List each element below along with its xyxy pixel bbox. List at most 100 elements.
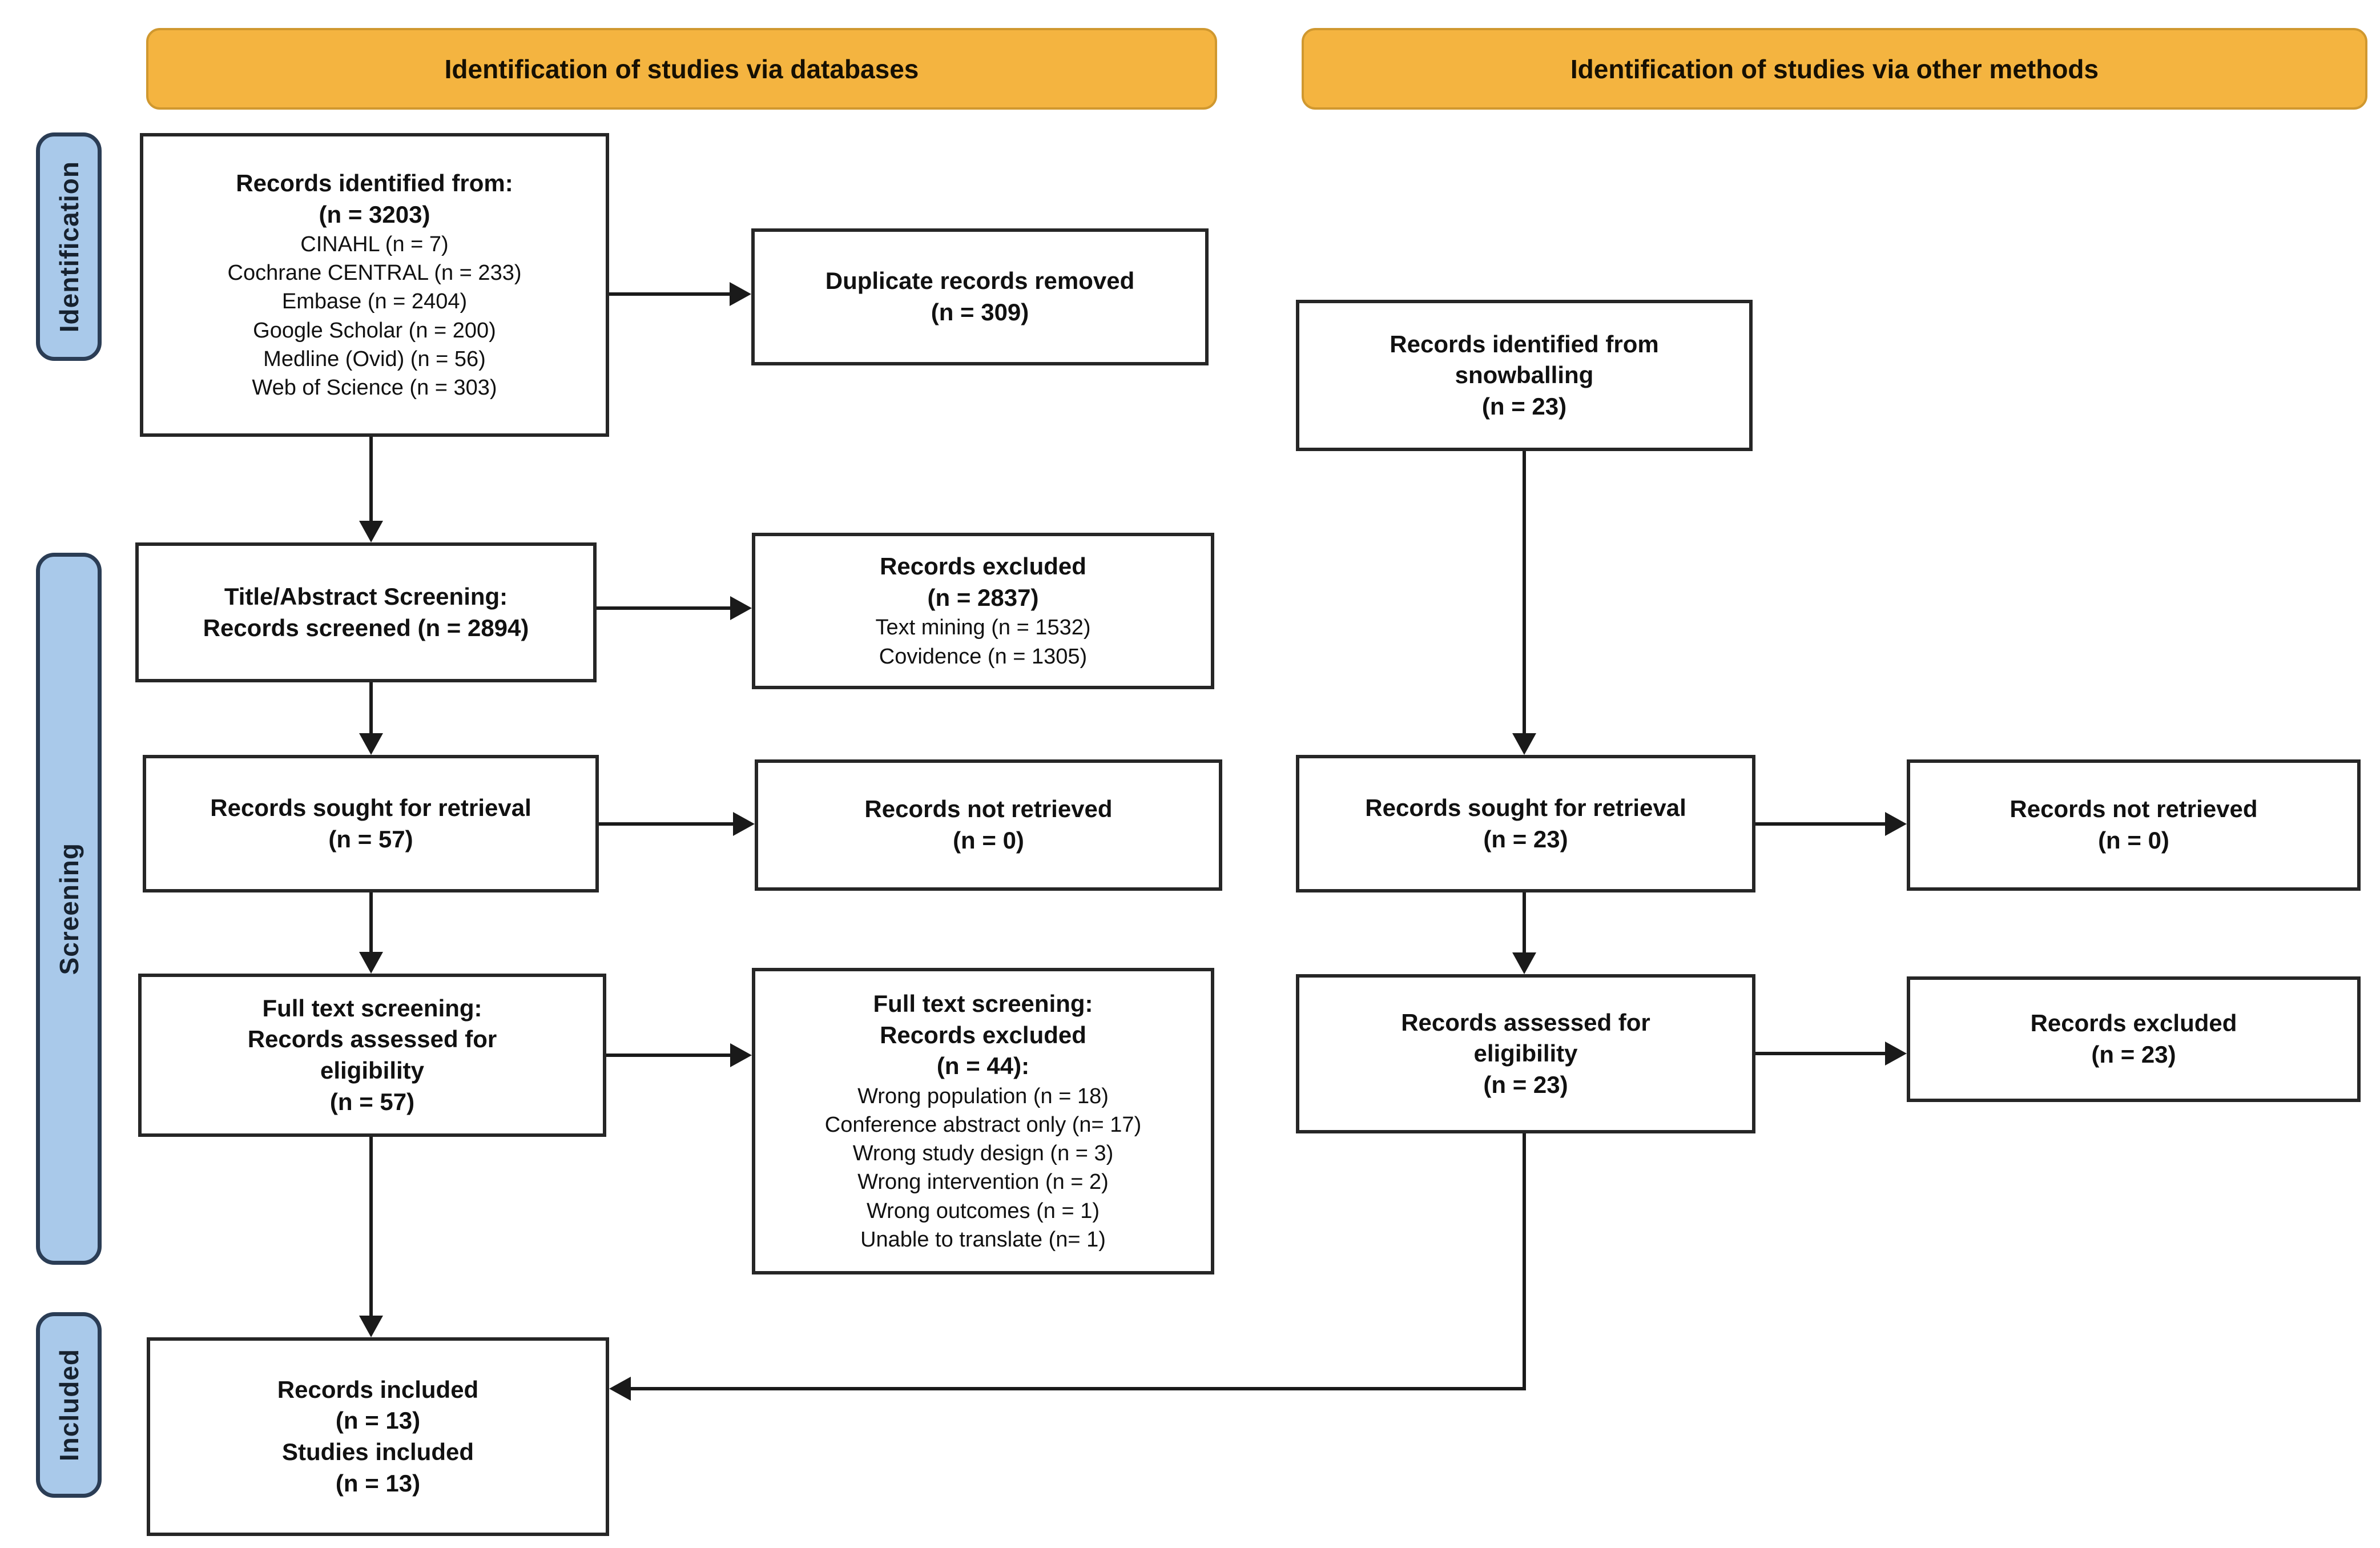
- box-line: Unable to translate (n= 1): [860, 1227, 1106, 1252]
- arrowhead-right-icon: [730, 282, 751, 306]
- arrow-sought-to-fulltext: [369, 892, 373, 953]
- arrow-sought-other-to-assessed: [1523, 892, 1526, 954]
- box-line: Full text screening:: [262, 994, 482, 1022]
- arrowhead-right-icon: [730, 596, 752, 620]
- arrow-identified-to-duplicates: [609, 292, 731, 296]
- box-line: Wrong outcomes (n = 1): [867, 1199, 1100, 1223]
- box-records-excluded-screening: Records excluded (n = 2837) Text mining …: [752, 533, 1214, 689]
- box-line: (n = 23): [1483, 825, 1568, 853]
- box-line: Records not retrieved: [2009, 795, 2258, 823]
- box-line: Records excluded: [2030, 1010, 2237, 1037]
- box-line: Full text screening:: [873, 990, 1093, 1018]
- arrow-sought-other-to-not-retrieved: [1755, 822, 1886, 826]
- sidebar-phase-label: Included: [54, 1348, 84, 1462]
- sidebar-phase-screening: Screening: [36, 553, 102, 1265]
- box-line: Duplicate records removed: [825, 267, 1135, 295]
- arrowhead-right-icon: [1885, 1042, 1907, 1065]
- box-line: Web of Science (n = 303): [252, 375, 497, 400]
- box-records-not-retrieved-other: Records not retrieved (n = 0): [1907, 759, 2361, 891]
- box-line: Covidence (n = 1305): [879, 644, 1088, 669]
- sidebar-phase-label: Identification: [54, 160, 84, 333]
- arrowhead-down-icon: [359, 733, 383, 755]
- box-records-sought-other: Records sought for retrieval (n = 23): [1296, 755, 1755, 892]
- box-line: Records excluded: [880, 1021, 1086, 1048]
- box-line: (n = 13): [335, 1469, 421, 1497]
- sidebar-phase-included: Included: [36, 1312, 102, 1498]
- box-line: Google Scholar (n = 200): [253, 318, 496, 343]
- box-line: Records identified from:: [236, 169, 513, 196]
- box-line: Cochrane CENTRAL (n = 233): [227, 261, 522, 286]
- box-line: Records assessed for: [247, 1026, 497, 1053]
- sidebar-phase-identification: Identification: [36, 132, 102, 361]
- box-records-studies-included: Records included (n = 13) Studies includ…: [147, 1337, 609, 1536]
- arrowhead-down-icon: [359, 952, 383, 974]
- arrowhead-right-icon: [1885, 812, 1907, 836]
- box-line: Records included: [277, 1376, 479, 1403]
- box-line: Records not retrieved: [864, 795, 1113, 823]
- box-line: (n = 3203): [319, 200, 430, 228]
- box-line: (n = 44):: [936, 1052, 1030, 1080]
- banner-label: Identification of studies via other meth…: [1570, 54, 2099, 84]
- arrow-assessed-other-to-excluded: [1755, 1052, 1886, 1055]
- box-line: snowballing: [1455, 361, 1594, 389]
- box-line: (n = 57): [328, 825, 413, 853]
- arrowhead-down-icon: [1512, 952, 1536, 974]
- arrow-identified-to-screened: [369, 437, 373, 522]
- box-line: (n = 309): [931, 299, 1029, 325]
- box-line: Records sought for retrieval: [1365, 794, 1686, 821]
- box-line: Wrong intervention (n = 2): [857, 1170, 1109, 1195]
- box-fulltext-records-excluded: Full text screening: Records excluded (n…: [752, 968, 1214, 1274]
- box-line: eligibility: [1473, 1040, 1578, 1067]
- box-line: (n = 13): [335, 1407, 421, 1434]
- box-line: Records sought for retrieval: [210, 794, 531, 821]
- arrow-fulltext-to-included: [369, 1137, 373, 1317]
- box-line: Records identified from: [1390, 330, 1659, 357]
- box-line: Embase (n = 2404): [281, 290, 468, 314]
- box-line: (n = 23): [1481, 392, 1567, 420]
- box-records-sought-databases: Records sought for retrieval (n = 57): [143, 755, 599, 892]
- arrowhead-right-icon: [730, 1043, 752, 1067]
- box-records-not-retrieved-databases: Records not retrieved (n = 0): [755, 759, 1222, 891]
- arrow-snowballing-to-sought: [1523, 451, 1526, 734]
- arrowhead-left-icon: [609, 1377, 631, 1401]
- box-line: (n = 0): [953, 827, 1024, 854]
- arrowhead-down-icon: [1512, 733, 1536, 755]
- box-records-excluded-other: Records excluded (n = 23): [1907, 976, 2361, 1102]
- box-line: (n = 57): [329, 1088, 415, 1115]
- box-records-identified-databases: Records identified from: (n = 3203) CINA…: [140, 133, 609, 437]
- box-line: Records excluded: [880, 553, 1086, 580]
- box-line: (n = 23): [2091, 1041, 2176, 1068]
- box-line: Records screened (n = 2894): [203, 614, 529, 641]
- sidebar-phase-label: Screening: [54, 842, 84, 975]
- box-duplicate-records-removed: Duplicate records removed (n = 309): [751, 228, 1209, 365]
- box-line: Conference abstract only (n= 17): [824, 1113, 1142, 1137]
- arrow-assessed-other-elbow-horizontal: [631, 1387, 1526, 1390]
- banner-identification-via-other-methods: Identification of studies via other meth…: [1302, 28, 2367, 110]
- box-records-identified-snowballing: Records identified from snowballing (n =…: [1296, 300, 1753, 451]
- box-line: CINAHL (n = 7): [300, 232, 449, 257]
- arrow-screened-to-excluded: [597, 606, 731, 610]
- box-line: Studies included: [281, 1438, 474, 1465]
- box-fulltext-screening-databases: Full text screening: Records assessed fo…: [138, 974, 606, 1137]
- box-line: Wrong study design (n = 3): [852, 1141, 1114, 1166]
- arrow-assessed-other-elbow-vertical: [1523, 1133, 1526, 1390]
- banner-label: Identification of studies via databases: [444, 54, 919, 84]
- box-line: Wrong population (n = 18): [857, 1084, 1109, 1108]
- box-title-abstract-screening: Title/Abstract Screening: Records screen…: [135, 542, 597, 682]
- arrowhead-down-icon: [359, 521, 383, 542]
- arrow-screened-to-sought: [369, 682, 373, 734]
- box-line: Text mining (n = 1532): [875, 616, 1091, 640]
- banner-identification-via-databases: Identification of studies via databases: [146, 28, 1217, 110]
- arrow-fulltext-to-excluded: [606, 1054, 731, 1057]
- box-line: Medline (Ovid) (n = 56): [263, 347, 486, 371]
- arrow-sought-to-not-retrieved: [599, 822, 734, 826]
- arrowhead-down-icon: [359, 1316, 383, 1337]
- box-line: (n = 0): [2098, 827, 2169, 854]
- box-line: Records assessed for: [1401, 1008, 1650, 1036]
- arrowhead-right-icon: [733, 812, 755, 836]
- box-records-assessed-other: Records assessed for eligibility (n = 23…: [1296, 974, 1755, 1133]
- box-line: (n = 23): [1483, 1071, 1568, 1098]
- box-line: (n = 2837): [927, 584, 1039, 611]
- box-line: eligibility: [320, 1057, 425, 1084]
